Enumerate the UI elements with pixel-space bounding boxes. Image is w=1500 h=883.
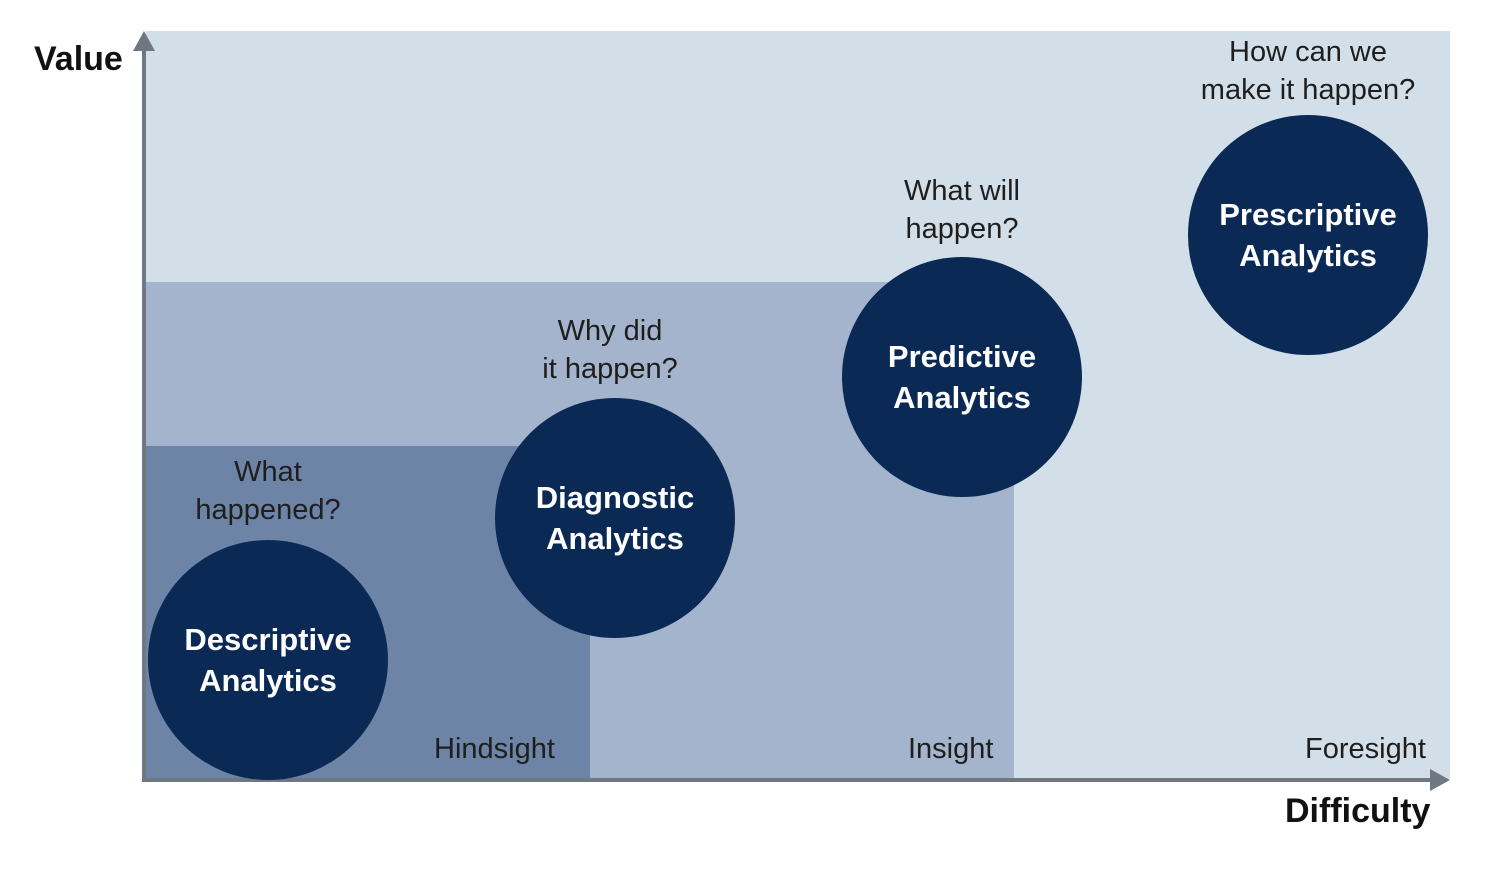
question-line: happened?	[195, 494, 341, 526]
question-line: happen?	[905, 213, 1019, 245]
question-line: What will	[903, 175, 1020, 207]
y-axis-line	[142, 44, 146, 782]
circle-title: Diagnostic	[535, 480, 695, 515]
circle-subtitle: Analytics	[893, 380, 1031, 415]
circle-subtitle: Analytics	[546, 521, 684, 556]
stage-label-insight: Insight	[908, 733, 994, 765]
y-axis-arrow-icon	[133, 31, 155, 51]
y-axis-label: Value	[34, 40, 123, 78]
circle-title: Prescriptive	[1219, 197, 1397, 232]
predictive-analytics-circle: Predictive Analytics	[842, 257, 1082, 497]
circle-subtitle: Analytics	[1239, 238, 1377, 273]
question-line: it happen?	[542, 353, 678, 385]
prescriptive-analytics-circle: Prescriptive Analytics	[1188, 115, 1428, 355]
circle-title: Predictive	[887, 339, 1037, 374]
question-prescriptive: How can we make it happen?	[1158, 33, 1458, 109]
x-axis-label: Difficulty	[1285, 792, 1431, 830]
question-diagnostic: Why did it happen?	[460, 312, 760, 388]
x-axis-line	[142, 778, 1434, 782]
question-line: How can we	[1229, 36, 1387, 68]
stage-label-hindsight: Hindsight	[434, 733, 555, 765]
question-line: Why did	[557, 315, 663, 347]
question-line: What	[234, 456, 302, 488]
circle-title: Descriptive	[184, 622, 352, 657]
question-descriptive: What happened?	[118, 453, 418, 529]
x-axis-arrow-icon	[1430, 769, 1450, 791]
descriptive-analytics-circle: Descriptive Analytics	[148, 540, 388, 780]
circle-subtitle: Analytics	[199, 663, 337, 698]
stage-label-foresight: Foresight	[1305, 733, 1426, 765]
question-predictive: What will happen?	[812, 172, 1112, 248]
diagnostic-analytics-circle: Diagnostic Analytics	[495, 398, 735, 638]
question-line: make it happen?	[1200, 74, 1416, 106]
